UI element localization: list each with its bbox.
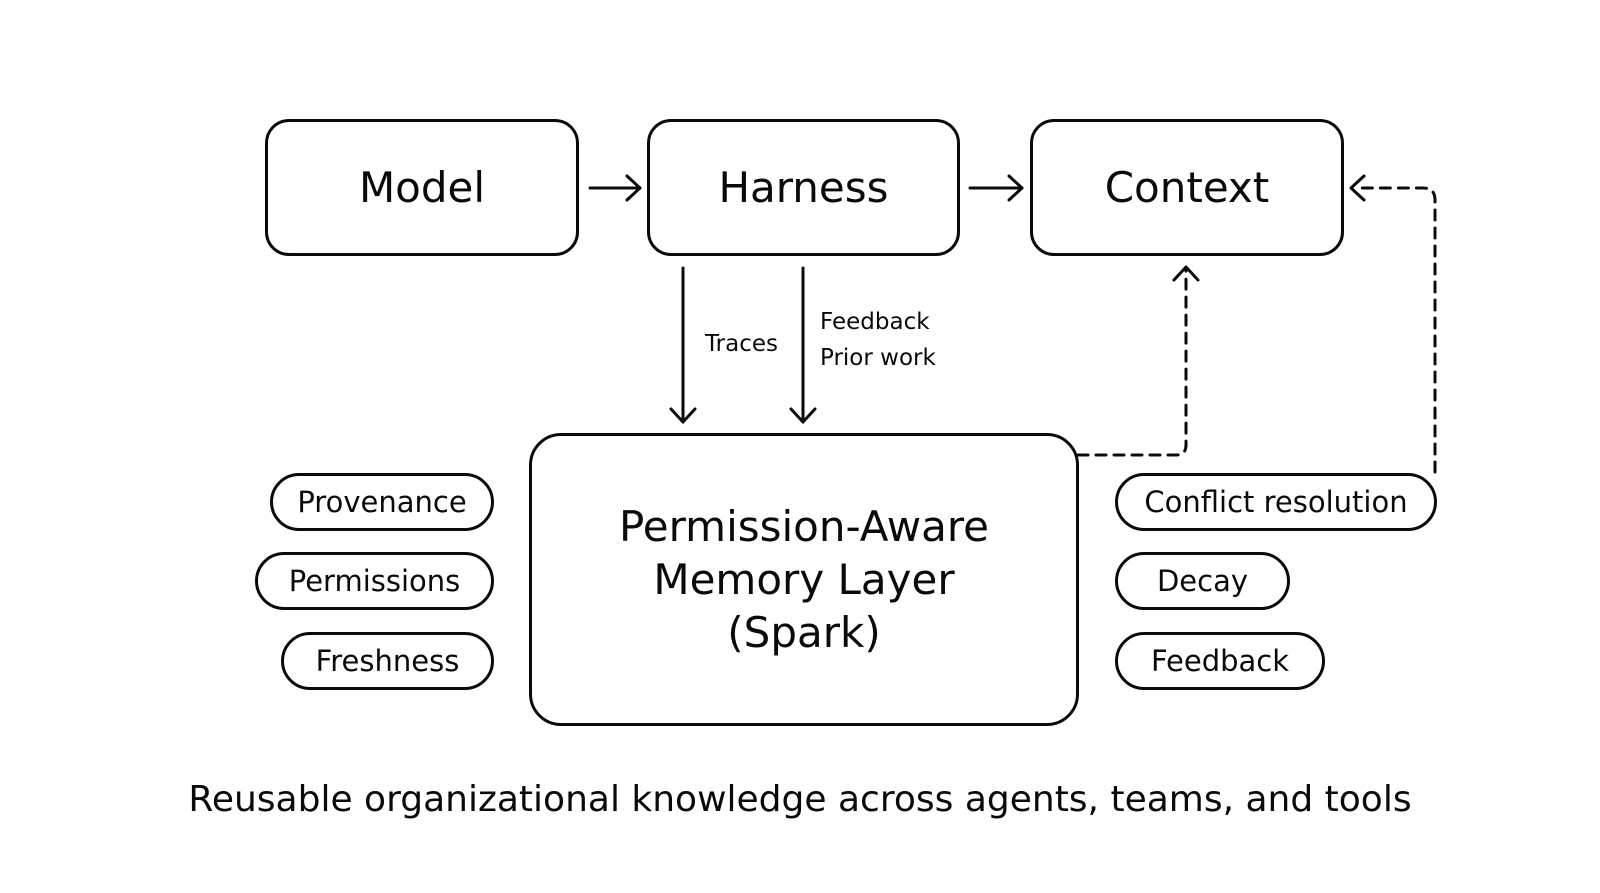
edge-label-feedback: Feedback — [820, 309, 930, 335]
edge-label-prior-work: Prior work — [820, 345, 936, 371]
caption: Reusable organizational knowledge across… — [188, 779, 1412, 820]
memory-layer-node: Permission-Aware Memory Layer (Spark) — [529, 433, 1079, 726]
property-pill-decay: Decay — [1115, 552, 1290, 610]
model-node: Model — [265, 119, 579, 256]
memory-layer-label: Permission-Aware Memory Layer (Spark) — [619, 500, 989, 659]
harness-label: Harness — [718, 162, 889, 212]
property-pill-provenance: Provenance — [270, 473, 494, 531]
dashed-arrow-conflict-to-context — [1349, 174, 1437, 474]
property-pill-feedback: Feedback — [1115, 632, 1325, 690]
arrow-harness-to-context — [968, 174, 1024, 202]
model-label: Model — [358, 162, 486, 212]
context-node: Context — [1030, 119, 1344, 256]
memory-label-line-3: (Spark) — [727, 608, 881, 657]
property-pill-conflict-resolution: Conflict resolution — [1115, 473, 1437, 531]
context-label: Context — [1104, 162, 1270, 212]
arrow-traces — [669, 266, 697, 424]
arrow-model-to-harness — [588, 174, 642, 202]
arrow-feedback-prior-work — [789, 266, 817, 424]
property-pill-freshness: Freshness — [281, 632, 494, 690]
memory-label-line-1: Permission-Aware — [618, 502, 990, 551]
edge-label-traces: Traces — [705, 331, 778, 357]
dashed-arrow-memory-to-context — [1076, 265, 1200, 457]
memory-label-line-2: Memory Layer — [653, 555, 955, 604]
property-pill-permissions: Permissions — [255, 552, 494, 610]
harness-node: Harness — [647, 119, 960, 256]
